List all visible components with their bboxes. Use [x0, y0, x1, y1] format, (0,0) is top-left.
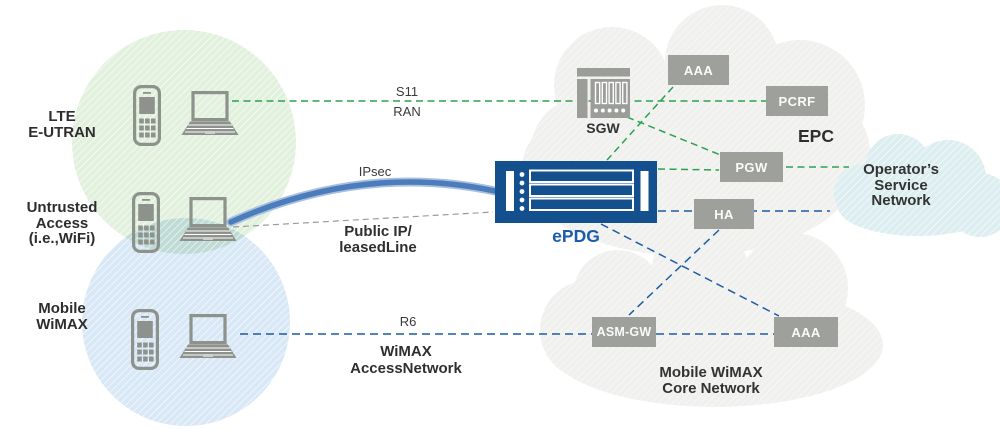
public-ip-link-label: Public IP/ leasedLine: [339, 223, 417, 256]
wimax-access-network-label: WiMAX AccessNetwork: [350, 343, 462, 377]
ran-link-label: RAN: [393, 104, 421, 119]
phone-icon: [133, 85, 161, 146]
node-asm-gw: ASM-GW: [592, 317, 656, 347]
laptop-icon: [178, 197, 238, 243]
public-ip-link-line: [232, 211, 494, 228]
epdg-gateway-icon: [495, 161, 657, 223]
mobile-wimax-label: Mobile WiMAX: [36, 300, 88, 333]
ha-asmgw-link-line: [628, 229, 720, 316]
lte-coverage-circle: [72, 30, 296, 254]
mobile-wimax-core-network-label: Mobile WiMAX Core Network: [659, 364, 763, 397]
s11-link-label: S11: [395, 84, 419, 99]
node-ha: HA: [694, 199, 754, 229]
lte-eutran-label: LTE E-UTRAN: [28, 108, 96, 141]
epdg-pgw-link-line: [657, 168, 720, 171]
phone-icon: [131, 309, 159, 370]
epc-region-label: EPC: [798, 126, 834, 146]
sgw-pgw-link-line: [626, 116, 724, 157]
node-pgw: PGW: [720, 152, 783, 182]
ipsec-link-label: IPsec: [358, 164, 392, 179]
wimax-coverage-circle: [82, 218, 290, 426]
sgw-node-label: SGW: [586, 120, 620, 136]
phone-icon: [132, 192, 160, 253]
node-aaa-epc: AAA: [668, 55, 729, 85]
epdg-aaa-wimax-link-line: [600, 223, 780, 317]
r6-link-label: R6: [399, 314, 417, 329]
node-aaa-wimax: AAA: [774, 317, 838, 347]
aaa-epdg-link-line: [606, 86, 674, 161]
epdg-node-label: ePDG: [552, 226, 600, 246]
laptop-icon: [180, 91, 240, 137]
ipsec-tunnel-line: [228, 179, 498, 225]
sgw-rack-icon: [577, 68, 630, 118]
untrusted-access-label: Untrusted Access (i.e.,WiFi): [26, 199, 98, 247]
operators-service-cloud: [834, 134, 1000, 237]
operators-service-network-label: Operator’s Service Network: [863, 161, 939, 209]
node-pcrf: PCRF: [766, 86, 828, 116]
laptop-icon: [178, 314, 238, 360]
